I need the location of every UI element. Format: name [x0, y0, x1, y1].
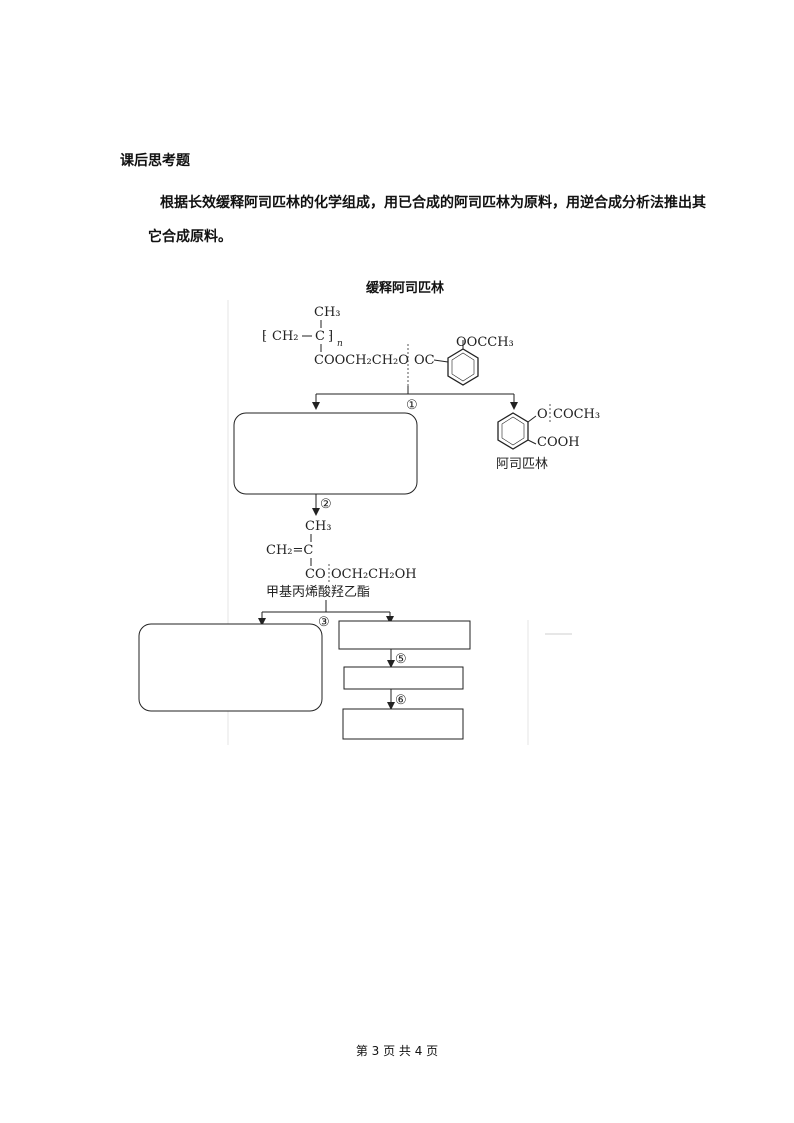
- diagram-title: 缓释阿司匹林: [366, 280, 444, 296]
- polymer-ooccch3: OOCCH₃: [456, 335, 514, 350]
- synthesis-diagram: 缓释阿司匹林 CH₃ ⁅ CH₂ C ⁆ n COOCH₂CH₂O OC OOC…: [138, 280, 600, 745]
- polymer-ch3: CH₃: [314, 305, 341, 320]
- hema-name: 甲基丙烯酸羟乙酯: [266, 585, 370, 600]
- step-1-label: ①: [406, 398, 418, 413]
- polymer-ch2: CH₂: [272, 329, 299, 344]
- step-2-label: ②: [320, 497, 332, 512]
- polymer-bracket-open: ⁅: [262, 329, 267, 344]
- polymer-structure: CH₃ ⁅ CH₂ C ⁆ n COOCH₂CH₂O OC OOCCH₃: [262, 305, 514, 390]
- question-line-1: 根据长效缓释阿司匹林的化学组成，用已合成的阿司匹林为原料，用逆合成分析法推出其: [160, 195, 706, 211]
- aspirin-structure: O COCH₃ COOH 阿司匹林: [496, 404, 600, 472]
- answer-box-2[interactable]: [138, 623, 323, 712]
- hema-ch3: CH₃: [305, 519, 332, 534]
- answer-box-3[interactable]: [338, 620, 471, 650]
- step-3-label: ③: [318, 615, 330, 630]
- answer-box-4[interactable]: [343, 666, 464, 690]
- step-3-split: ③: [258, 600, 394, 630]
- answer-box-1[interactable]: [233, 412, 418, 495]
- section-heading: 课后思考题: [120, 153, 190, 169]
- polymer-bracket-close: ⁆: [328, 329, 333, 344]
- polymer-n: n: [337, 339, 343, 349]
- hema-co: CO: [305, 567, 326, 582]
- step-1-split: ①: [312, 386, 518, 413]
- question-text: 根据长效缓释阿司匹林的化学组成，用已合成的阿司匹林为原料，用逆合成分析法推出其 …: [148, 186, 720, 254]
- page-footer: 第 3 页 共 4 页: [355, 1044, 439, 1058]
- polymer-c: C: [315, 329, 325, 344]
- step-6-label: ⑥: [395, 693, 407, 708]
- answer-box-5[interactable]: [342, 708, 464, 740]
- aspirin-name: 阿司匹林: [496, 457, 548, 472]
- hema-ch2c: CH₂=C: [266, 543, 313, 558]
- aspirin-cocH3: COCH₃: [553, 407, 600, 422]
- question-line-2: 它合成原料。: [148, 229, 232, 245]
- aspirin-cooh: COOH: [537, 435, 580, 450]
- hema-structure: CH₃ CH₂=C CO OCH₂CH₂OH 甲基丙烯酸羟乙酯: [266, 519, 417, 600]
- polymer-oc: OC: [414, 353, 435, 368]
- aspirin-o: O: [537, 407, 548, 422]
- polymer-ester-chain: COOCH₂CH₂O: [314, 353, 409, 368]
- step-5-label: ⑤: [395, 652, 407, 667]
- hema-ooch: OCH₂CH₂OH: [331, 567, 417, 582]
